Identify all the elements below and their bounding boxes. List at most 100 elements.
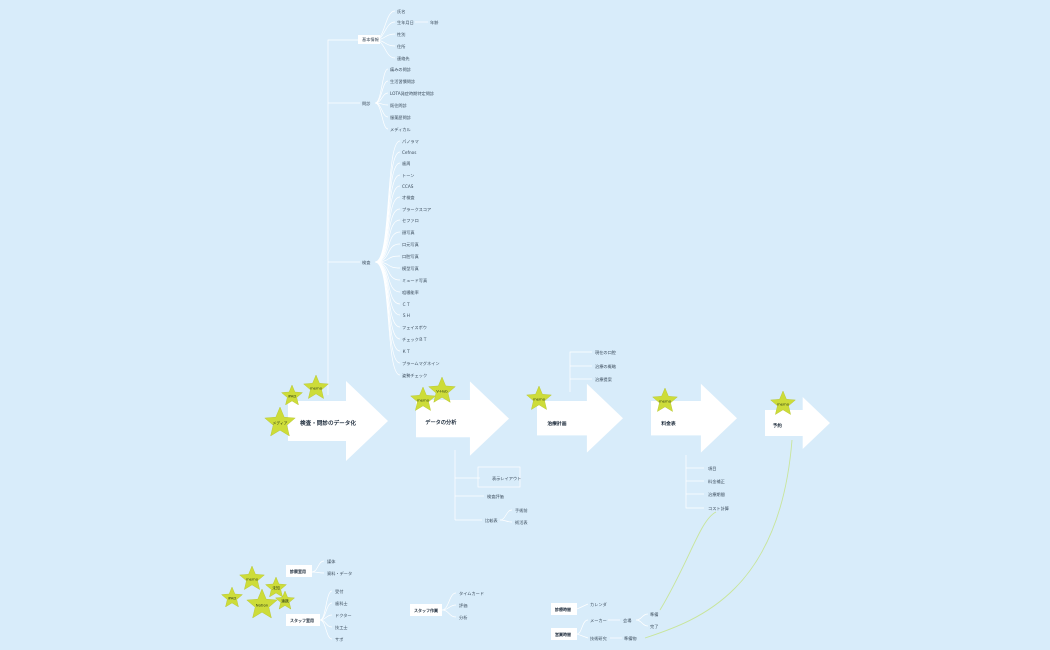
box-label: スタッフ作業 <box>414 607 438 613</box>
staff-item: ドクター <box>335 612 352 619</box>
stage-label: 予約 <box>773 422 783 429</box>
monshin-item: LOTA発症時期特定問診 <box>390 90 435 97</box>
star-sticker: memo <box>303 374 329 399</box>
monshin-item: 生活習慣問診 <box>390 78 416 85</box>
kihon-item: 生年月日 <box>397 19 414 26</box>
shinsatsu-item: 資料・データ <box>327 570 352 577</box>
stage-arrow-data-entry[interactable]: 検査・問診のデータ化 <box>288 381 388 461</box>
stage-label: データの分析 <box>425 418 457 426</box>
kihon-sub: 年齢 <box>430 19 439 26</box>
stage-arrow-price-list[interactable]: 料金表 <box>651 383 737 453</box>
kensa-item: パノラマ <box>402 139 419 145</box>
group-compare: 比較表 <box>485 517 498 524</box>
star-sticker: 連携 <box>274 590 296 610</box>
star-shape <box>265 576 287 598</box>
box-label: スタッフ室用 <box>290 617 314 623</box>
star-sticker: メディア <box>264 406 296 437</box>
eigyo-sub-item: 完了 <box>650 623 658 630</box>
star-label: memo <box>417 398 430 403</box>
stage-arrow-analysis[interactable]: データの分析 <box>416 381 509 456</box>
staff-item: サポ <box>335 636 343 643</box>
branch4-labels: 項目 料金補正 治療期間 コスト計算 <box>708 466 729 512</box>
star-shape <box>221 586 243 608</box>
monshin-item: メディカル <box>390 126 411 133</box>
kensa-item: 咀嚼能率 <box>402 289 419 296</box>
stage-label: 料金表 <box>661 420 676 427</box>
star-shape <box>652 387 678 412</box>
star-shape <box>526 385 552 410</box>
bottom-right-lines <box>576 603 649 639</box>
kensa-item: セファロ <box>402 218 419 224</box>
star-label: Notion <box>256 603 269 608</box>
branch3-item: 現在の口腔 <box>595 349 616 356</box>
kensa-item: CCAS <box>402 184 414 189</box>
star-sticker: V-Hub <box>428 376 456 403</box>
staff-work-box[interactable]: スタッフ作業 <box>410 604 442 616</box>
box-label: 営業時間 <box>555 631 571 637</box>
star-sticker: iPAD <box>281 384 303 406</box>
kihon-item: 氏名 <box>397 8 405 15</box>
star-shape <box>770 390 796 415</box>
star-label: memo <box>310 386 323 391</box>
star-shape <box>239 565 265 590</box>
star-label: iPAD <box>228 596 237 601</box>
eigyo-item: メーカー <box>590 618 607 624</box>
kensa-item: 歯周 <box>402 160 410 167</box>
star-label: iPAD <box>288 394 297 399</box>
branch3-item: 治療提案 <box>595 376 613 383</box>
kensa-item: ＳＨ <box>402 313 410 318</box>
shinsatsu-box[interactable]: 診察室用 <box>286 565 312 577</box>
kihon-item: 住所 <box>397 43 405 50</box>
star-label: 連携 <box>281 599 289 604</box>
staff-item: 受付 <box>335 588 343 595</box>
star-label: V-Hub <box>436 389 448 394</box>
staff-box[interactable]: スタッフ室用 <box>286 614 320 626</box>
shinryo-item: カレンダ <box>590 601 607 608</box>
staff-item: 技工士 <box>335 624 348 631</box>
monshin-item: 既往問診 <box>390 102 408 109</box>
kensa-item: ミュード写真 <box>402 277 427 284</box>
stage-label: 治療計画 <box>547 420 566 427</box>
group-monshin: 問診 <box>362 100 371 107</box>
stage-arrow-reservation[interactable]: 予約 <box>765 397 830 449</box>
star-shape <box>428 376 456 403</box>
monshin-item: 痛みの問診 <box>390 66 412 73</box>
kensa-item: 顔写真 <box>402 229 415 236</box>
star-shape <box>410 386 436 411</box>
kensa-item: チェックＢＴ <box>402 337 427 343</box>
kensa-item: プラームマグネイン <box>402 360 440 367</box>
compare-item: 術活表 <box>515 519 528 526</box>
star-label: メディア <box>273 421 288 426</box>
stage-arrow-treatment-plan[interactable]: 治療計画 <box>537 383 623 453</box>
kensa-item: 口元写真 <box>402 241 419 248</box>
star-label: memo <box>246 577 259 582</box>
shinsatsu-item: 媒体 <box>327 558 336 565</box>
eigyo-item: 技術研究 <box>590 635 608 642</box>
kensa-item: トーン <box>402 173 414 178</box>
stage-label: 検査・問診のデータ化 <box>300 419 356 427</box>
branch2-labels: 表示レイアウト 検査評価 比較表 手術前 術活表 <box>485 475 528 526</box>
connector-cost-to-schedule <box>659 511 717 611</box>
kensa-item: 才検査 <box>402 194 415 201</box>
star-label: 未知 <box>272 586 280 591</box>
monshin-item: 服薬歴問診 <box>390 114 412 121</box>
kensa-item: 姿勢チェック <box>402 372 427 379</box>
shinryo-box[interactable]: 診療時間 <box>551 603 577 615</box>
staff-work-item: タイムカード <box>459 590 484 597</box>
star-sticker: memo <box>239 565 265 590</box>
star-label: memo <box>533 397 546 402</box>
eigyo-box[interactable]: 営業時間 <box>551 628 577 640</box>
branch3-item: 治療の概略 <box>595 363 617 370</box>
compare-item: 手術前 <box>515 507 528 514</box>
eigyo-sub-item: 準備 <box>650 611 658 618</box>
box-label: 診察室用 <box>290 568 306 574</box>
connector-prep-to-reservation <box>644 439 793 639</box>
group-kensa: 検査 <box>362 259 371 266</box>
branch2-item: 表示レイアウト <box>492 475 521 482</box>
star-sticker: Notion <box>246 588 278 619</box>
kihon-item: 連絡先 <box>397 55 410 62</box>
branch4-lines <box>685 455 704 509</box>
branch4-item: 項目 <box>708 466 716 472</box>
